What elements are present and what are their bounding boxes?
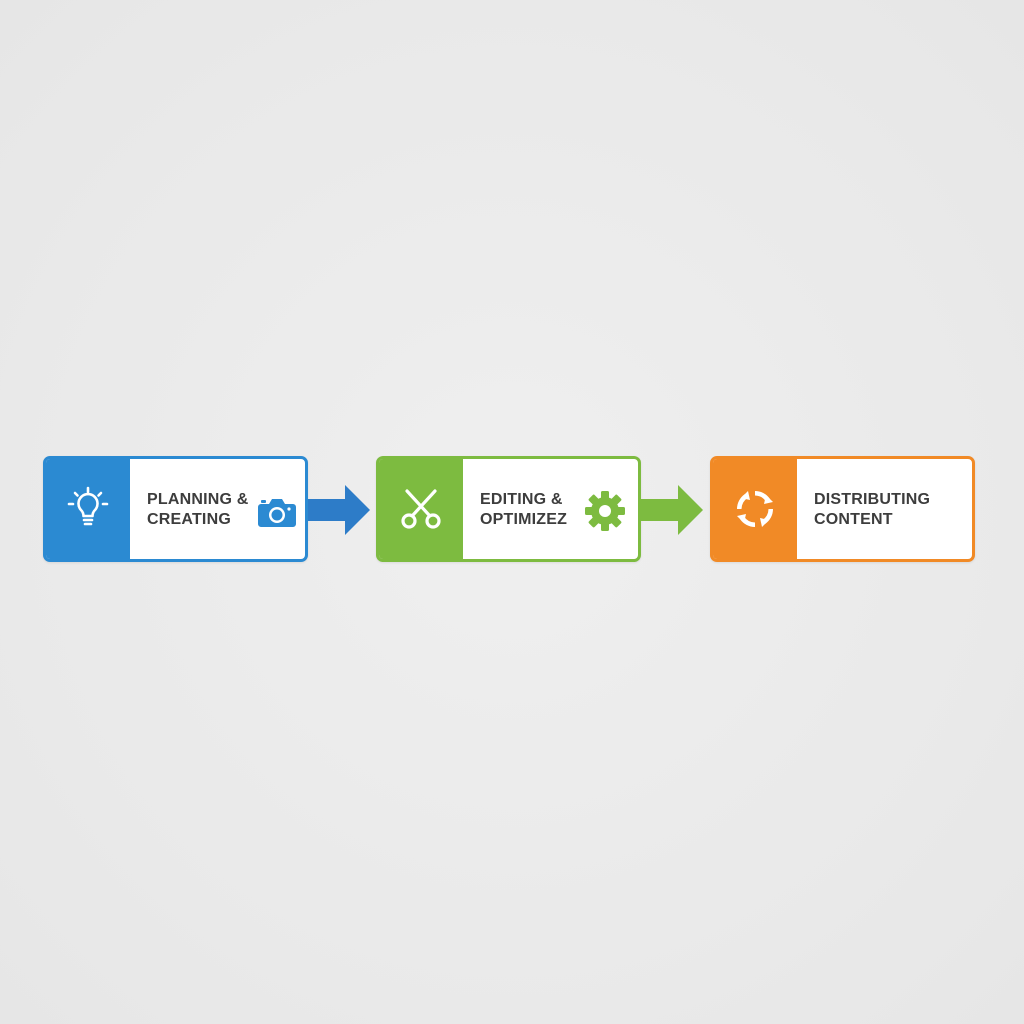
step-3-label-line-2: CONTENT bbox=[814, 511, 893, 528]
lightbulb-icon bbox=[67, 486, 109, 526]
arrow-step-2-to-3 bbox=[641, 485, 703, 535]
step-distributing-content: DISTRIBUTING CONTENT bbox=[710, 456, 975, 562]
step-3-label-line-1: DISTRIBUTING bbox=[814, 491, 931, 508]
step-planning-creating: PLANNING & CREATING bbox=[43, 456, 308, 562]
camera-icon bbox=[258, 499, 296, 527]
step-1-icon-panel bbox=[46, 459, 130, 559]
step-1-label-line-1: PLANNING & bbox=[147, 491, 249, 508]
gear-icon bbox=[585, 491, 625, 531]
step-1-label-line-2: CREATING bbox=[147, 511, 231, 528]
step-editing-optimizing: EDITING & OPTIMIZEZ bbox=[376, 456, 641, 562]
refresh-cycle-icon bbox=[736, 490, 774, 527]
arrow-step-1-to-2 bbox=[308, 485, 370, 535]
step-2-label-line-1: EDITING & bbox=[480, 491, 563, 508]
step-1-label: PLANNING & CREATING bbox=[147, 490, 249, 530]
step-3-label: DISTRIBUTING CONTENT bbox=[814, 490, 930, 530]
scissors-icon bbox=[401, 489, 441, 529]
step-2-label-line-2: OPTIMIZEZ bbox=[480, 511, 568, 528]
step-2-icon-panel bbox=[379, 459, 463, 559]
step-3-icon-panel bbox=[713, 459, 797, 559]
step-2-label: EDITING & OPTIMIZEZ bbox=[480, 490, 567, 530]
